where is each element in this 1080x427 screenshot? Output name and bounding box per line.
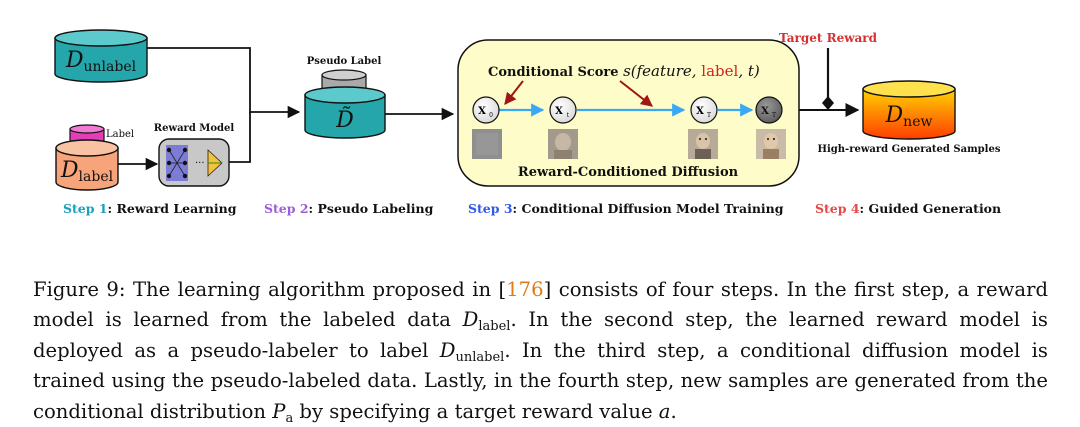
step-4-label: Step 4: Guided Generation <box>815 201 1001 216</box>
xT-node: X T <box>690 96 718 124</box>
d-label-sub: label <box>79 169 114 185</box>
citation-link[interactable]: 176 <box>506 277 544 301</box>
d-label-cylinder: Dlabel <box>55 139 119 191</box>
step-3-label: Step 3: Conditional Diffusion Model Trai… <box>468 201 784 216</box>
neural-net-icon: ··· <box>166 145 223 181</box>
svg-text:X: X <box>478 106 486 117</box>
conditional-score-label: label <box>701 62 738 80</box>
d-new-sub: new <box>903 114 932 130</box>
d-tilde-cylinder: D̃ <box>304 86 386 139</box>
d-unlabel-sub: unlabel <box>84 59 137 75</box>
step-1-label: Step 1: Reward Learning <box>63 201 237 216</box>
figure-caption: Figure 9: The learning algorithm propose… <box>33 277 1049 426</box>
d-label-main: D <box>60 158 79 183</box>
pipeline-figure: Dunlabel Label Dlabel Reward Model ·· <box>54 29 1001 216</box>
label-tag-text: Label <box>106 129 134 140</box>
svg-text:T: T <box>707 112 711 119</box>
diffusion-panel: Conditional Score s(feature, label, t) X… <box>457 39 800 187</box>
sample-final-thumbnail <box>756 129 786 159</box>
svg-text:X: X <box>555 106 563 117</box>
svg-text:Dlabel: Dlabel <box>60 158 114 185</box>
reward-model-title: Reward Model <box>154 123 235 134</box>
svg-text:X: X <box>761 106 769 117</box>
x0-node: X 0 <box>472 96 500 124</box>
conditional-score-suffix: , t) <box>738 62 760 80</box>
step-2-label: Step 2: Pseudo Labeling <box>264 201 434 216</box>
svg-text:T: T <box>772 112 776 119</box>
svg-text:Dunlabel: Dunlabel <box>65 48 137 75</box>
d-tilde-text: D̃ <box>335 107 354 133</box>
sample-t-thumbnail <box>548 129 578 159</box>
pseudo-label-title: Pseudo Label <box>307 56 382 67</box>
d-unlabel-main: D <box>65 48 84 73</box>
svg-text:X: X <box>696 106 704 117</box>
sample-noise-thumbnail <box>472 129 502 159</box>
svg-text:···: ··· <box>195 158 205 169</box>
target-reward-label: Target Reward <box>779 31 878 45</box>
d-new-main: D <box>885 103 904 128</box>
d-new-cylinder: Dnew <box>862 80 956 140</box>
diffusion-title: Reward-Conditioned Diffusion <box>518 165 739 180</box>
sample-T-thumbnail <box>688 129 718 159</box>
xt-node: X t <box>549 96 577 124</box>
target-reward-marker <box>822 96 834 110</box>
xT-final-node: X T <box>755 96 783 124</box>
generated-samples-caption: High-reward Generated Samples <box>818 144 1001 155</box>
reward-model-box: ··· <box>158 138 230 187</box>
svg-text:0: 0 <box>489 112 493 119</box>
conditional-score-prefix: Conditional Score <box>488 65 623 80</box>
conditional-score-func: s(feature, <box>623 62 701 80</box>
svg-text:t: t <box>567 112 570 119</box>
svg-text:Dnew: Dnew <box>885 103 933 130</box>
d-unlabel-cylinder: Dunlabel <box>54 29 148 83</box>
svg-text:Conditional Score s(feature, l: Conditional Score s(feature, label, t) <box>488 62 760 80</box>
